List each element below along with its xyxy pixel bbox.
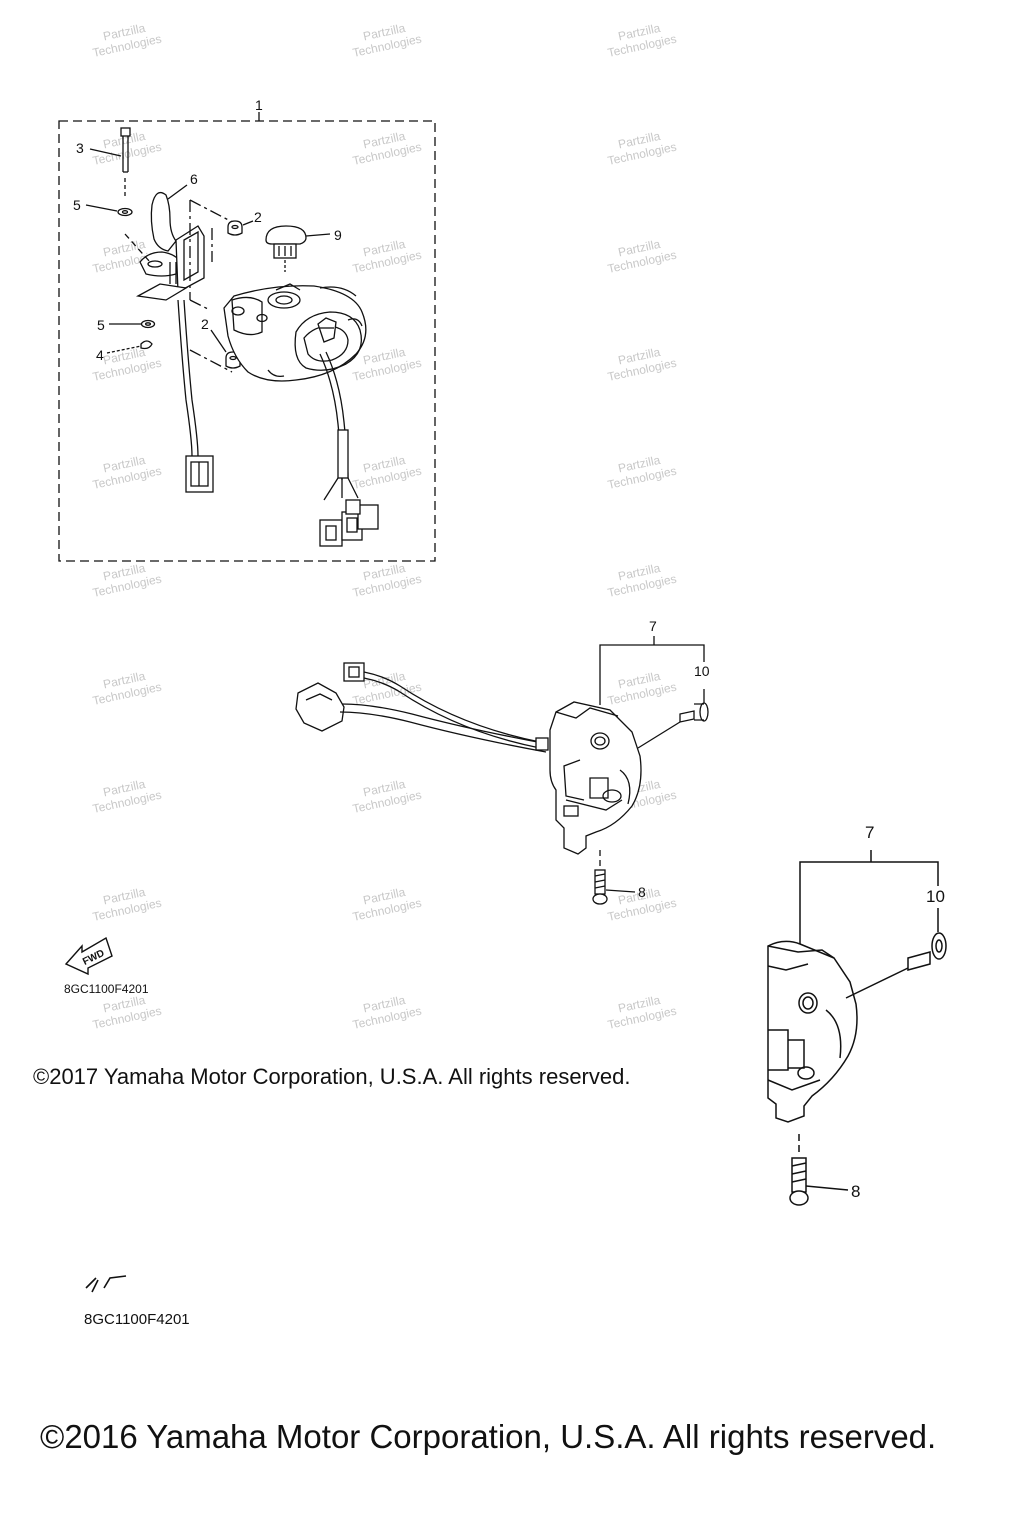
switch-kit-assembly (58, 112, 436, 562)
handlebar-switch-right (295, 636, 709, 905)
part-5-washer-upper (85, 204, 133, 217)
part-2-grommet-upper (227, 220, 254, 236)
callout-5-lower: 5 (97, 317, 105, 333)
callout-4: 4 (96, 347, 104, 363)
part-5-washer-lower (109, 319, 156, 329)
callout-8-lower: 8 (851, 1182, 860, 1201)
part-6-lever (124, 184, 214, 493)
diagram-code-lower: 8GC1100F4201 (84, 1311, 190, 1328)
callout-9: 9 (334, 227, 342, 243)
part-4-clip (106, 340, 153, 354)
callout-3: 3 (76, 140, 84, 156)
callout-2-upper: 2 (254, 209, 262, 225)
handlebar-switch-detail (767, 850, 947, 1206)
callout-5-upper: 5 (73, 197, 81, 213)
callout-labels: 1 3 6 5 2 9 5 2 4 7 10 8 7 10 8 (73, 97, 945, 1201)
callout-2-lower: 2 (201, 316, 209, 332)
callout-7-lower: 7 (865, 823, 874, 842)
part-3-pin (89, 127, 131, 196)
copyright-lower: ©2016 Yamaha Motor Corporation, U.S.A. A… (40, 1418, 937, 1455)
part-9-knob (265, 225, 331, 272)
fwd-arrow-fragment-icon (85, 1275, 127, 1293)
kit-boundary (58, 120, 436, 562)
callout-7-middle: 7 (649, 618, 657, 634)
callout-10-lower: 10 (926, 887, 945, 906)
copyright-upper: ©2017 Yamaha Motor Corporation, U.S.A. A… (33, 1064, 631, 1089)
callout-8-middle: 8 (638, 884, 646, 900)
diagram-code-upper: 8GC1100F4201 (64, 982, 149, 996)
callout-1: 1 (255, 97, 263, 113)
callout-6: 6 (190, 171, 198, 187)
callout-10-middle: 10 (694, 663, 710, 679)
switch-housing-left (223, 283, 379, 547)
fwd-arrow-icon: FWD (64, 936, 113, 976)
